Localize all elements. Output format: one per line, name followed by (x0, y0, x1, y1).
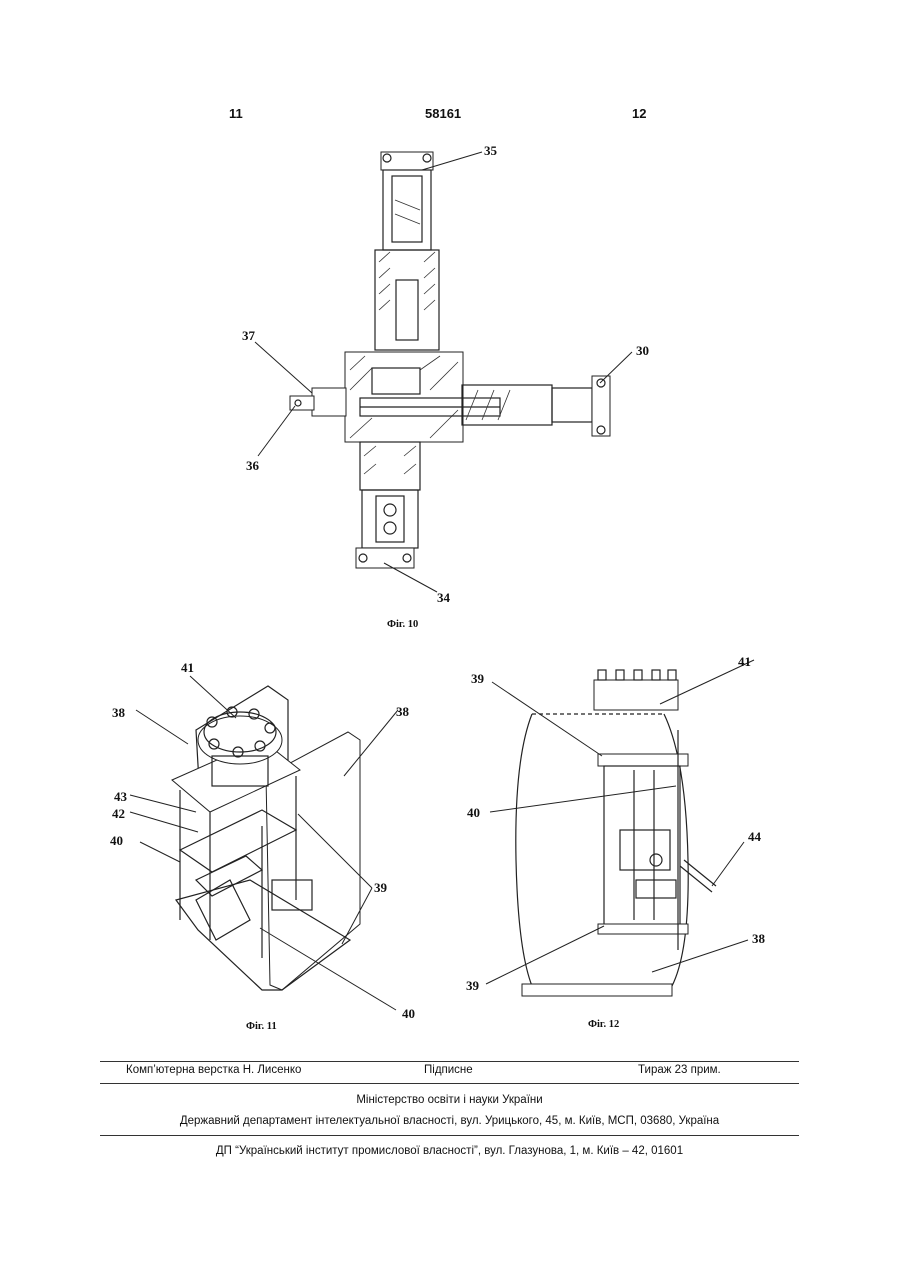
callout-39: 39 (466, 978, 479, 994)
callout-34: 34 (437, 590, 450, 606)
callout-41: 41 (181, 660, 194, 676)
callout-39: 39 (471, 671, 484, 687)
footer-rule-mid (100, 1083, 799, 1084)
callout-42: 42 (112, 806, 125, 822)
callout-30: 30 (636, 343, 649, 359)
callout-38: 38 (112, 705, 125, 721)
callout-40: 40 (467, 805, 480, 821)
fig10-drawing (255, 152, 632, 592)
callout-40: 40 (110, 833, 123, 849)
fig10-caption: Фіг. 10 (387, 619, 418, 630)
callout-35: 35 (484, 143, 497, 159)
circulation: Тираж 23 прим. (638, 1064, 721, 1076)
signed-label: Підписне (424, 1064, 473, 1076)
callout-44: 44 (748, 829, 761, 845)
callout-41: 41 (738, 654, 751, 670)
callout-36: 36 (246, 458, 259, 474)
callout-38: 38 (396, 704, 409, 720)
institute-address: ДП “Український інститут промислової вла… (100, 1145, 799, 1157)
fig11-caption: Фіг. 11 (246, 1021, 277, 1032)
callout-43: 43 (114, 789, 127, 805)
callout-39: 39 (374, 880, 387, 896)
fig12-caption: Фіг. 12 (588, 1019, 619, 1030)
fig11-drawing (130, 676, 398, 1010)
typesetting-credit: Комп’ютерна верстка Н. Лисенко (126, 1064, 301, 1076)
footer-rule-bottom (100, 1135, 799, 1136)
department-address: Державний департамент інтелектуальної вл… (100, 1115, 799, 1127)
callout-37: 37 (242, 328, 255, 344)
fig12-drawing (486, 660, 754, 996)
callout-38: 38 (752, 931, 765, 947)
footer-rule-top (100, 1061, 799, 1062)
ministry-name: Міністерство освіти і науки України (100, 1094, 799, 1106)
callout-40: 40 (402, 1006, 415, 1022)
